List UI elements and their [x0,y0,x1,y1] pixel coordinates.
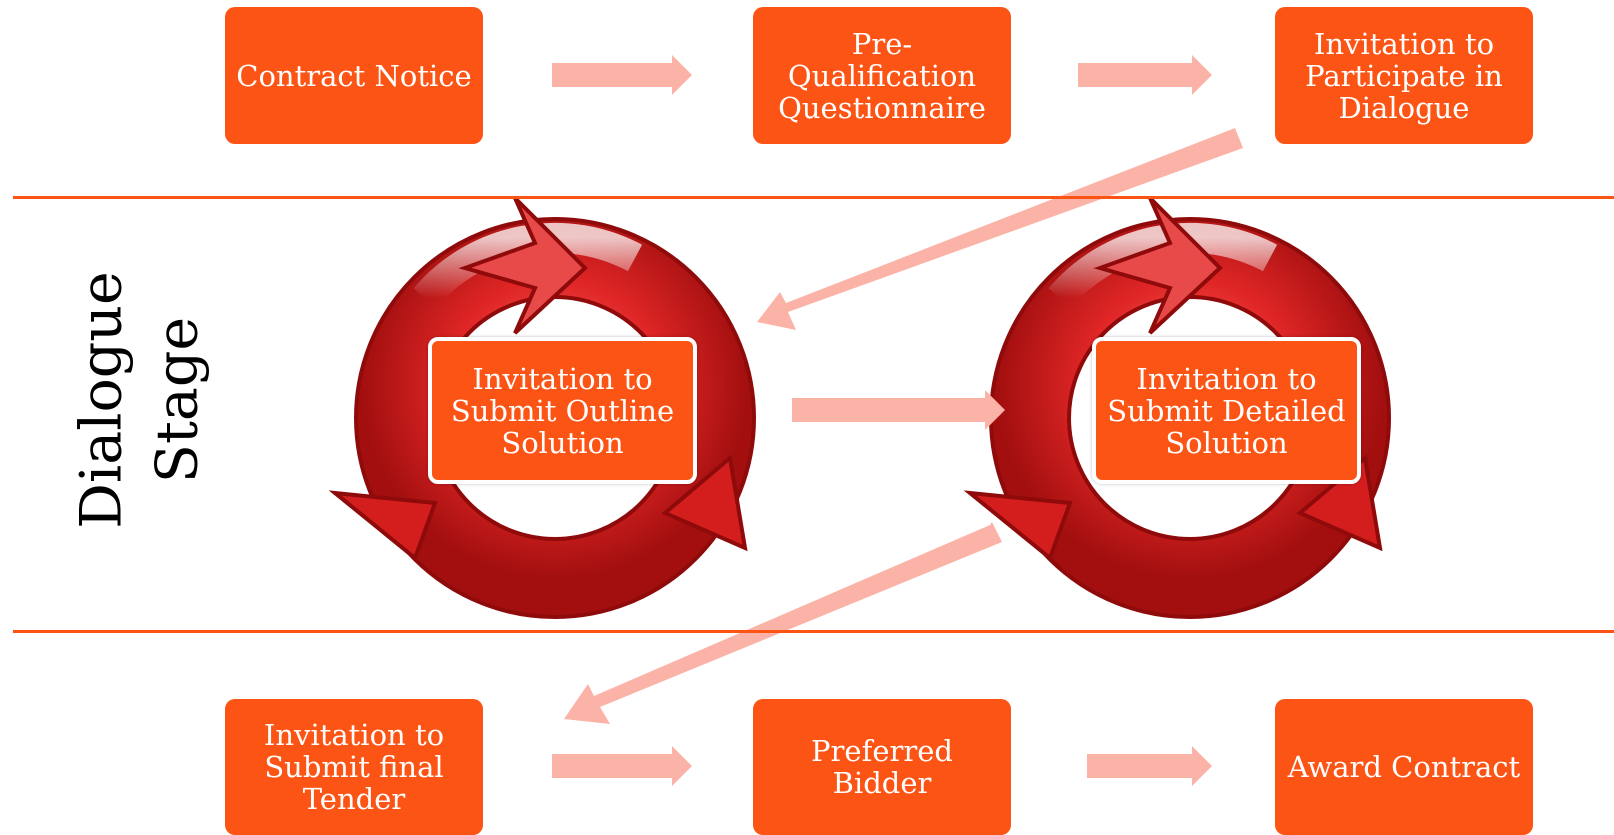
box-detailed-solution: Invitation to Submit Detailed Solution [1092,337,1361,484]
box-award-contract: Award Contract [1275,699,1533,835]
box-pqq-label: Pre- Qualification Questionnaire [778,26,986,125]
box-contract-notice-label: Contract Notice [236,58,472,93]
box-final-tender: Invitation to Submit final Tender [225,699,483,835]
arrow-contract-to-pqq [552,55,692,95]
box-detailed-solution-label: Invitation to Submit Detailed Solution [1107,361,1346,460]
box-outline-solution-label: Invitation to Submit Outline Solution [450,361,675,460]
cycle-icon-left [328,196,756,619]
arrow-final-to-preferred [552,746,692,786]
box-pqq: Pre- Qualification Questionnaire [753,7,1011,144]
arrow-detailed-to-final [564,522,1002,724]
arrow-pqq-to-itpd [1078,55,1212,95]
box-preferred-bidder: Preferred Bidder [753,699,1011,835]
box-final-tender-label: Invitation to Submit final Tender [263,718,445,816]
stage-label: Dialogue Stage [55,270,225,530]
stage-rule-bottom [13,630,1614,633]
stage-rule-top [13,196,1614,199]
box-itpd-label: Invitation to Participate in Dialogue [1305,26,1503,125]
stage-label-text: Dialogue Stage [69,271,212,529]
arrow-preferred-to-award [1087,746,1212,786]
box-outline-solution: Invitation to Submit Outline Solution [428,337,697,484]
box-preferred-bidder-label: Preferred Bidder [811,734,953,800]
box-contract-notice: Contract Notice [225,7,483,144]
arrow-outline-to-detailed [792,390,1005,430]
box-award-contract-label: Award Contract [1287,750,1521,784]
arrow-itpd-to-outline [757,128,1243,330]
box-itpd: Invitation to Participate in Dialogue [1275,7,1533,144]
